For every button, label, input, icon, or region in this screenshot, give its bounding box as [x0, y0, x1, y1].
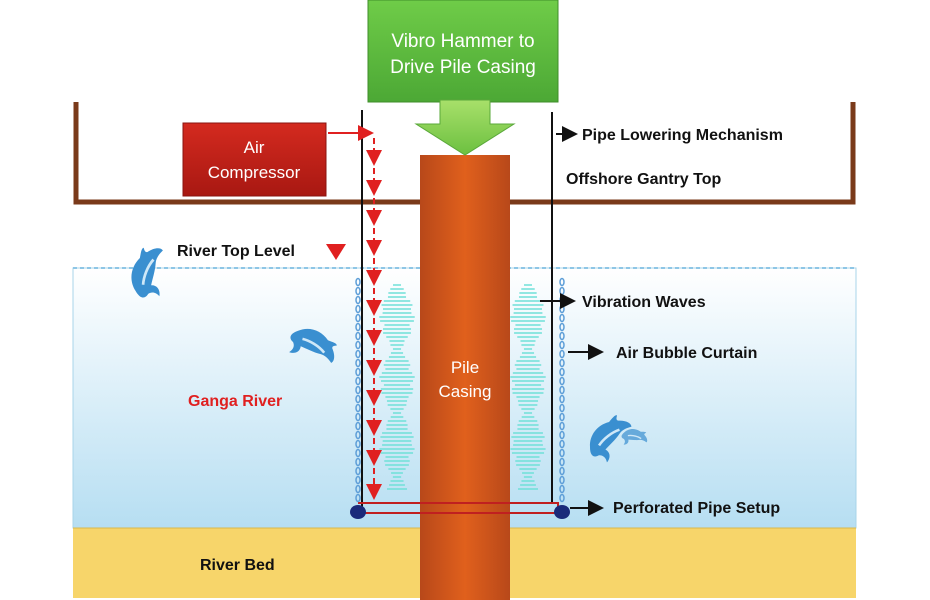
air-bubble: [355, 403, 361, 413]
air-bubble: [355, 394, 361, 404]
air-bubble: [355, 448, 361, 458]
pipe-lowering-label: Pipe Lowering Mechanism: [582, 127, 783, 144]
air-bubble: [355, 322, 361, 332]
air-bubble: [559, 466, 565, 476]
air-bubble: [559, 475, 565, 485]
air-bubble: [355, 385, 361, 395]
pile-casing-label-line1: Pile: [451, 358, 479, 377]
vibration-waves-label: Vibration Waves: [582, 294, 706, 311]
air-bubble: [559, 331, 565, 341]
pipe-joint-right: [554, 505, 570, 519]
air-compressor-label-line1: Air: [244, 138, 265, 157]
vibration-waves-right: [510, 284, 546, 490]
air-bubble: [355, 430, 361, 440]
air-bubble: [559, 322, 565, 332]
air-bubble: [355, 412, 361, 422]
air-bubble: [559, 385, 565, 395]
air-bubble: [559, 493, 565, 503]
air-bubble: [559, 448, 565, 458]
air-bubble: [355, 493, 361, 503]
air-bubble: [559, 313, 565, 323]
air-bubble: [355, 457, 361, 467]
air-bubble: [355, 439, 361, 449]
vibro-hammer-label-line1: Vibro Hammer to: [391, 31, 534, 52]
air-bubble: [559, 412, 565, 422]
air-bubble: [559, 376, 565, 386]
air-bubble: [559, 403, 565, 413]
gantry-top-label: Offshore Gantry Top: [566, 171, 721, 188]
hammer-down-arrow: [414, 99, 516, 156]
air-bubble: [559, 367, 565, 377]
pile-casing: [420, 155, 510, 600]
pipe-joint-left: [350, 505, 366, 519]
air-bubble: [559, 349, 565, 359]
pile-casing-label-line2: Casing: [439, 382, 492, 401]
air-bubble-curtain-left: [355, 277, 361, 503]
air-bubble: [559, 358, 565, 368]
air-bubble: [355, 331, 361, 341]
air-bubble: [355, 376, 361, 386]
air-bubble: [355, 421, 361, 431]
air-bubble: [559, 421, 565, 431]
river-bed-right: [510, 528, 856, 598]
air-bubble: [355, 286, 361, 296]
air-bubble: [559, 340, 565, 350]
air-bubble: [355, 277, 361, 287]
river-bed-label: River Bed: [200, 557, 275, 574]
air-bubble: [355, 340, 361, 350]
air-bubble: [559, 394, 565, 404]
air-bubble: [559, 277, 565, 287]
down-triangle-icon: [326, 244, 346, 260]
perforated-pipe-label: Perforated Pipe Setup: [613, 500, 780, 517]
air-compressor-box: [182, 122, 327, 197]
air-bubble: [559, 430, 565, 440]
air-bubble: [355, 466, 361, 476]
air-bubble: [355, 295, 361, 305]
air-bubble: [355, 304, 361, 314]
river-bed-left: [73, 528, 420, 598]
air-bubble-curtain-label: Air Bubble Curtain: [616, 345, 757, 362]
air-bubble: [355, 349, 361, 359]
air-bubble: [355, 484, 361, 494]
vibro-hammer-box: [367, 0, 559, 103]
air-bubble-curtain-right: [559, 277, 565, 503]
air-bubble: [355, 313, 361, 323]
air-bubble: [559, 484, 565, 494]
air-bubble: [559, 457, 565, 467]
river-top-level-label: River Top Level: [177, 243, 295, 260]
air-bubble: [559, 439, 565, 449]
air-compressor-label-line2: Compressor: [208, 163, 301, 182]
vibration-waves-left: [379, 284, 415, 490]
air-bubble: [355, 475, 361, 485]
ganga-river-label: Ganga River: [188, 393, 282, 410]
air-bubble: [355, 358, 361, 368]
vibro-hammer-label-line2: Drive Pile Casing: [390, 57, 536, 78]
air-bubble: [355, 367, 361, 377]
